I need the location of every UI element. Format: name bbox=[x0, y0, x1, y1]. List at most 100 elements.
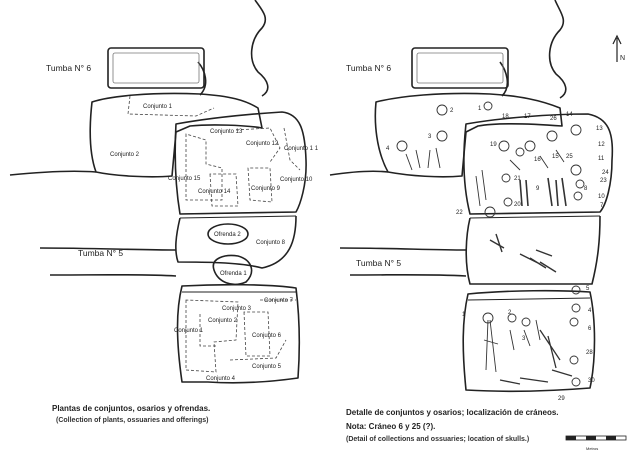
right-entrance-inner bbox=[416, 52, 504, 84]
skull-number: 1 bbox=[462, 312, 466, 318]
conjunto-label: Conjunto 12 bbox=[246, 141, 279, 147]
skull-number: 11 bbox=[598, 156, 605, 162]
skull-mark bbox=[571, 303, 581, 313]
right-tomb-5-label: Tumba N° 5 bbox=[356, 258, 401, 268]
left-upper-chamber bbox=[89, 92, 263, 178]
left-divider bbox=[179, 215, 297, 219]
left-corridor-line bbox=[49, 273, 177, 277]
bone-marks bbox=[499, 329, 573, 385]
right-caption-note: Nota: Cráneo 6 y 25 (?). bbox=[346, 422, 436, 431]
left-dashed-box bbox=[247, 167, 273, 203]
skull-number: 2 bbox=[508, 310, 512, 316]
skull-number: 3 bbox=[428, 134, 432, 140]
skull-number: 13 bbox=[596, 126, 603, 132]
skull-mark bbox=[515, 147, 525, 157]
left-terrain-line bbox=[197, 61, 207, 96]
conjunto-label: Conjunto 6 bbox=[252, 333, 282, 339]
conjunto-label: Conjunto 3 bbox=[222, 306, 252, 312]
skull-mark bbox=[503, 197, 513, 207]
conjunto-label: Conjunto 1 bbox=[174, 328, 204, 334]
skull-mark bbox=[571, 285, 581, 295]
skull-mark bbox=[570, 164, 582, 176]
skull-mark bbox=[524, 140, 536, 152]
conjunto-label: Conjunto 1 bbox=[143, 104, 173, 110]
left-conjunto-boundaries bbox=[127, 95, 301, 373]
left-ofrenda-1-outline bbox=[212, 254, 253, 286]
skull-number: 4 bbox=[386, 146, 390, 152]
right-tomb-6-label: Tumba N° 6 bbox=[346, 63, 391, 73]
conjunto-label: Conjunto 2 bbox=[110, 152, 140, 158]
left-ofrenda-labels: Ofrenda 2 Ofrenda 1 Conjunto 8 bbox=[214, 232, 286, 277]
skull-number: 23 bbox=[600, 178, 607, 184]
skull-number: 30 bbox=[588, 378, 595, 384]
left-tomb-6-label: Tumba N° 6 bbox=[46, 63, 91, 73]
skull-number: 8 bbox=[584, 186, 588, 192]
left-ofrenda-2-outline bbox=[207, 223, 249, 245]
skull-mark bbox=[498, 140, 510, 152]
conjunto-label: Conjunto 15 bbox=[168, 176, 201, 182]
skull-mark bbox=[573, 191, 583, 201]
bone-marks bbox=[483, 319, 541, 373]
skull-mark bbox=[436, 104, 448, 116]
right-caption-title: Detalle de conjuntos y osarios; localiza… bbox=[346, 408, 559, 417]
north-arrow bbox=[612, 34, 622, 62]
skull-number: 24 bbox=[602, 170, 609, 176]
skull-mark bbox=[396, 140, 408, 152]
skull-number: 28 bbox=[586, 350, 593, 356]
skull-number: 3 bbox=[522, 336, 526, 342]
conjunto-label: Conjunto 1 1 bbox=[284, 146, 319, 152]
ofrenda-label: Ofrenda 2 bbox=[214, 232, 241, 238]
left-divider bbox=[179, 211, 297, 215]
skull-number: 19 bbox=[490, 142, 497, 148]
skull-number: 21 bbox=[514, 176, 521, 182]
left-dashed-line bbox=[199, 314, 216, 347]
right-entrance-rect bbox=[411, 47, 509, 89]
left-corridor-line bbox=[9, 170, 97, 176]
skull-mark bbox=[483, 101, 493, 111]
left-main-chamber bbox=[174, 111, 307, 215]
scale-bar-segment bbox=[606, 436, 616, 440]
left-dashed-box bbox=[209, 173, 239, 207]
right-divider bbox=[469, 215, 601, 219]
scale-bar-segment bbox=[586, 436, 596, 440]
right-terrain-line bbox=[548, 0, 567, 99]
left-entrance-inner bbox=[112, 52, 200, 84]
left-dashed-line bbox=[235, 127, 281, 163]
conjunto-label: Conjunto 13 bbox=[210, 129, 243, 135]
left-terrain-line bbox=[250, 0, 269, 97]
bone-marks bbox=[405, 147, 441, 171]
skull-number-labels: 1 2 3 4 18 17 26 14 13 19 16 15 25 12 11… bbox=[386, 106, 609, 402]
left-entrance-rect bbox=[107, 47, 205, 89]
skull-number: 4 bbox=[588, 308, 592, 314]
left-caption-english: (Collection of plants, ossuaries and off… bbox=[56, 417, 209, 424]
conjunto-label: Conjunto 10 bbox=[280, 177, 313, 183]
skull-mark bbox=[569, 355, 579, 365]
right-lower-chamber bbox=[462, 289, 596, 393]
skull-mark bbox=[569, 317, 579, 327]
left-dashed-box bbox=[185, 133, 223, 201]
left-caption-title: Plantas de conjuntos, osarios y ofrendas… bbox=[52, 404, 211, 413]
scale-bar bbox=[565, 435, 627, 441]
skull-mark bbox=[507, 313, 517, 323]
skull-mark bbox=[501, 173, 511, 183]
skull-number: 16 bbox=[534, 157, 541, 163]
bone-marks bbox=[509, 149, 565, 171]
left-conjunto-labels-upper: Conjunto 1 Conjunto 2 Conjunto 13 Conjun… bbox=[110, 104, 319, 195]
skull-number: 9 bbox=[536, 186, 540, 192]
skull-number: 17 bbox=[524, 114, 531, 120]
skull-mark bbox=[521, 317, 531, 327]
skull-number: 18 bbox=[502, 114, 509, 120]
skull-number: 12 bbox=[598, 142, 605, 148]
skull-number: 20 bbox=[514, 202, 521, 208]
skull-mark bbox=[575, 179, 585, 189]
skull-number: 1 bbox=[478, 106, 482, 112]
right-corridor-line bbox=[349, 273, 467, 277]
left-tomb-5-label: Tumba N° 5 bbox=[78, 248, 123, 258]
right-divider bbox=[467, 297, 591, 301]
left-corridor-line bbox=[39, 247, 177, 251]
bone-marks bbox=[519, 177, 567, 207]
right-skulls-and-bones bbox=[396, 101, 585, 387]
skull-number: 14 bbox=[566, 112, 573, 118]
skull-number: 10 bbox=[598, 194, 605, 200]
right-main-chamber bbox=[463, 113, 614, 215]
